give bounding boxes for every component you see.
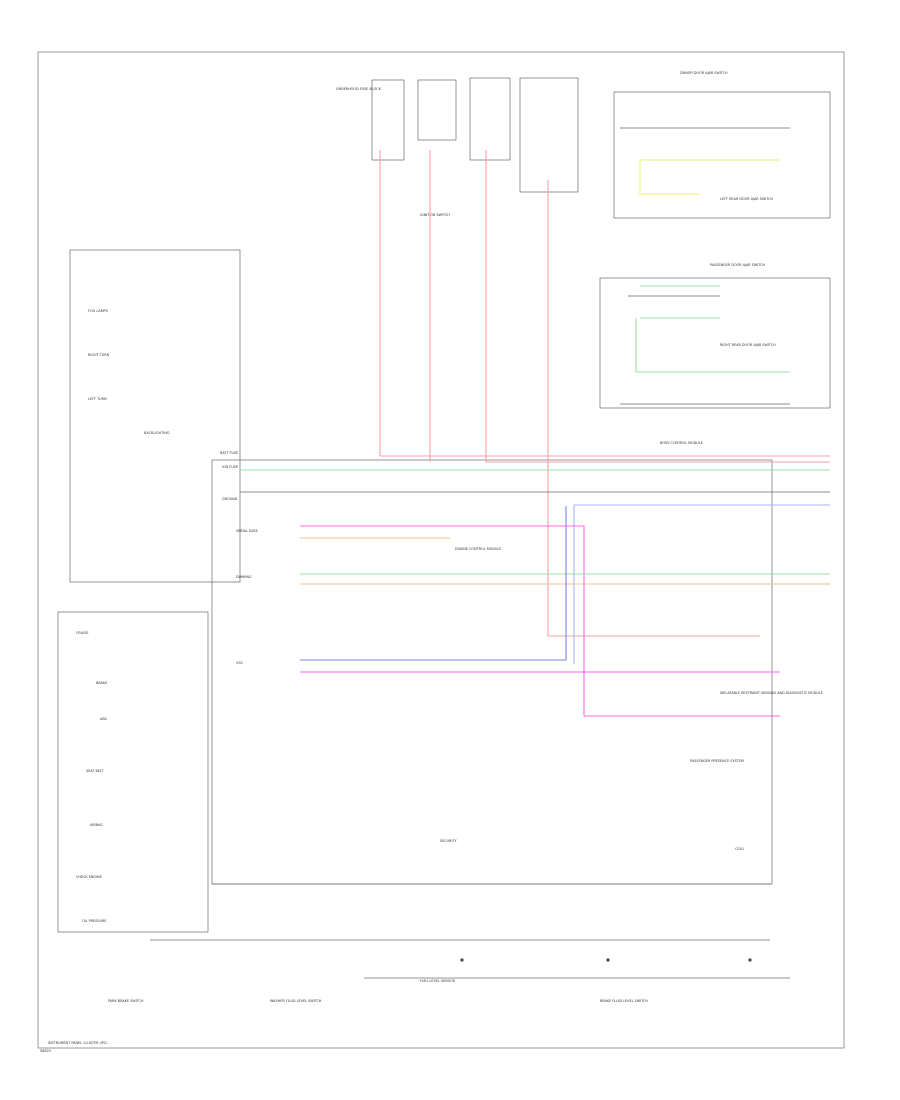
right-rear-door-label: RIGHT REAR DOOR AJAR SWITCH [720,343,776,347]
brake-label: BRAKE [96,681,107,685]
security-label: SECURITY [440,839,458,843]
serial-label: SERIAL DATA [236,529,258,533]
fuse-block-group: UNDERHOOD FUSE BLOCK IGNITION SWITCH [336,77,579,217]
backlighting-label: BACKLIGHTING [144,431,170,435]
brake-fluid-label: BRAKE FLUID LEVEL SWITCH [600,999,648,1003]
splice-dot-2 [606,958,610,962]
fuse-block-label: UNDERHOOD FUSE BLOCK [336,87,382,91]
wire-red-4 [547,180,760,637]
vss-label: VSS [236,661,243,665]
engine-ctrl-label: ENGINE CONTROL MODULE [455,547,501,551]
splice-dot-3 [748,958,752,962]
indicator-block-2 [57,611,209,933]
body-ctrl-label: BODY CONTROL MODULE [660,441,703,445]
left-turn-label: LEFT TURN [88,397,107,401]
right-switch-group: DRIVER DOOR AJAR SWITCH LEFT REAR DOOR A… [599,71,831,445]
ground-label: G201 [735,847,744,851]
wire-red-1 [379,150,830,457]
wire-blue-1 [573,504,830,664]
bottom-row: FUEL LEVEL SENSOR PARK BRAKE SWITCH WASH… [108,847,790,1003]
footer-id: 56820 [40,1049,51,1053]
wire-magenta-1 [300,525,780,717]
switch-box-top [613,91,831,219]
wire-yellow-1 [639,159,780,195]
wire-gray-2 [620,127,790,405]
ign-switch-label: IGNITION SWITCH [420,213,450,217]
driver-door-label: DRIVER DOOR AJAR SWITCH [680,71,728,75]
dimming-label: DIMMING [236,575,252,579]
passenger-sensing-label: PASSENGER PRESENCE SYSTEM [690,759,744,763]
connector-labels: BATT FUSE IGN FUSE GROUND SERIAL DATA DI… [220,451,823,843]
ign-label: IGN FUSE [222,465,238,469]
washer-fluid-label: WASHER FLUID LEVEL SWITCH [270,999,322,1003]
left-rear-door-label: LEFT REAR DOOR AJAR SWITCH [720,197,773,201]
fuse-box-1 [371,79,405,161]
gnd-label: GROUND [222,497,238,501]
oil-label: OIL PRESSURE [82,919,106,923]
fuse-box-3 [469,77,511,161]
indicator-block-1 [69,249,241,583]
airbag-label: AIRBAG [90,823,103,827]
passenger-door-label: PASSENGER DOOR AJAR SWITCH [710,263,765,267]
fuse-box-2 [417,79,457,141]
diagram-frame [37,51,845,1049]
right-turn-label: RIGHT TURN [88,353,110,357]
wire-green-3 [635,285,790,373]
wire-blue-2 [300,506,567,661]
fuse-box-4 [519,77,579,193]
footer-caption: INSTRUMENT PANEL CLUSTER (IPC) [48,1041,108,1045]
check-engine-label: CHECK ENGINE [76,875,102,879]
batt-label: BATT FUSE [220,451,238,455]
inflatable-label: INFLATABLE RESTRAINT SENSING AND DIAGNOS… [720,691,823,695]
wires [240,127,830,717]
abs-label: ABS [100,717,107,721]
fog-label: FOG LAMPS [88,309,108,313]
switch-box-mid [599,277,831,409]
wire-red-3 [485,150,830,463]
bottom-bus [150,883,790,979]
cluster-left-blocks: FOG LAMPS RIGHT TURN LEFT TURN BACKLIGHT… [57,249,241,933]
seat-belt-label: SEAT BELT [86,769,104,773]
cruise-label: CRUISE [76,631,89,635]
fuel-sender-label: FUEL LEVEL SENSOR [420,979,456,983]
park-brake-label: PARK BRAKE SWITCH [108,999,144,1003]
splice-dot-1 [460,958,464,962]
